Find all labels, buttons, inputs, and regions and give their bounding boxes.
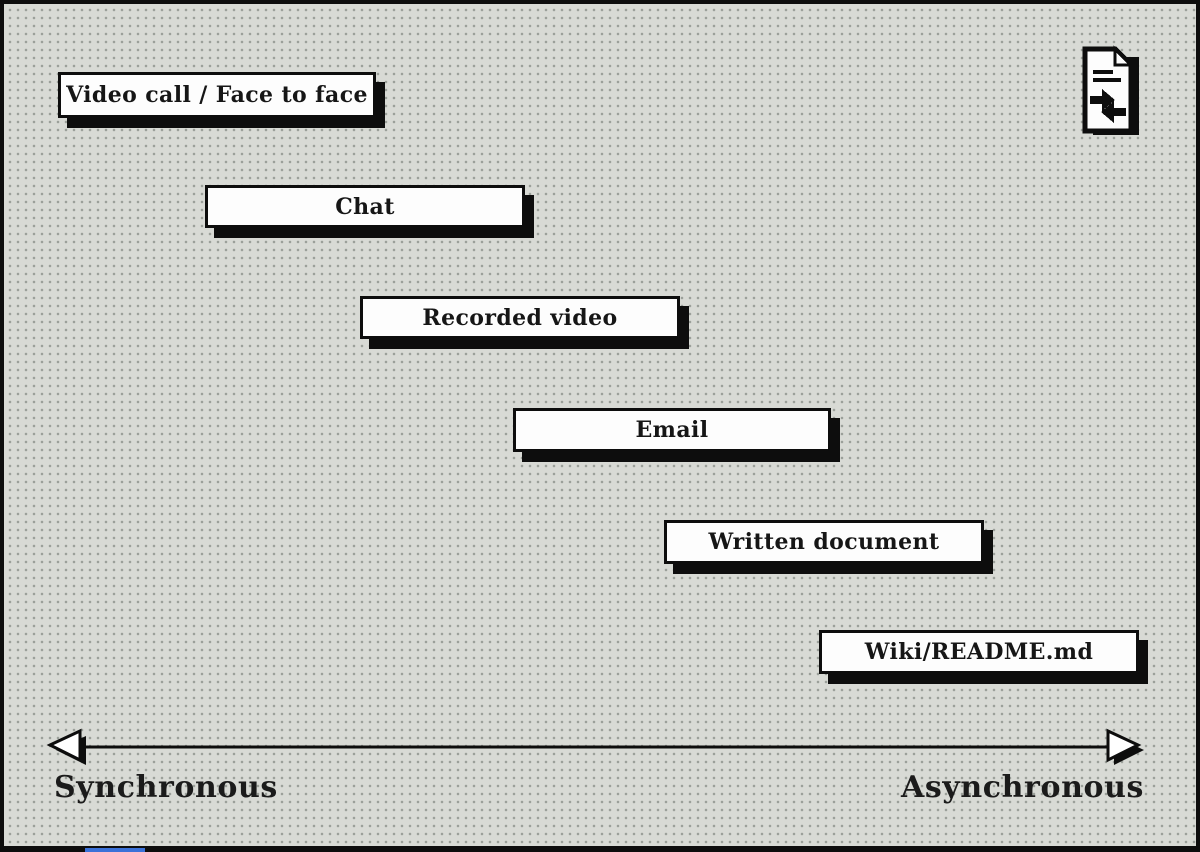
spectrum-box-video-call: Video call / Face to face [58, 72, 376, 118]
spectrum-box-label: Recorded video [422, 304, 618, 331]
spectrum-box-chat: Chat [205, 185, 525, 228]
spectrum-box-label: Written document [708, 529, 940, 555]
spectrum-box-wiki-readme: Wiki/README.md [819, 630, 1139, 674]
dotted-canvas: Video call / Face to face Chat Recorded … [4, 4, 1196, 846]
right-arrowhead-icon [1106, 728, 1142, 763]
spectrum-axis-arrow [46, 728, 1144, 765]
spectrum-box-written-document: Written document [664, 520, 984, 564]
document-with-converging-arrows-icon [1082, 45, 1139, 135]
spectrum-box-label: Video call / Face to face [66, 82, 368, 108]
spectrum-box-recorded-video: Recorded video [360, 296, 680, 339]
left-arrowhead-icon [46, 728, 82, 763]
spectrum-box-label: Email [635, 417, 709, 443]
spectrum-box-email: Email [513, 408, 831, 452]
axis-label-synchronous: Synchronous [54, 770, 278, 805]
bottom-blue-strip [85, 848, 145, 852]
spectrum-box-label: Chat [335, 193, 395, 220]
spectrum-box-label: Wiki/README.md [864, 639, 1094, 665]
axis-label-asynchronous: Asynchronous [900, 770, 1144, 805]
